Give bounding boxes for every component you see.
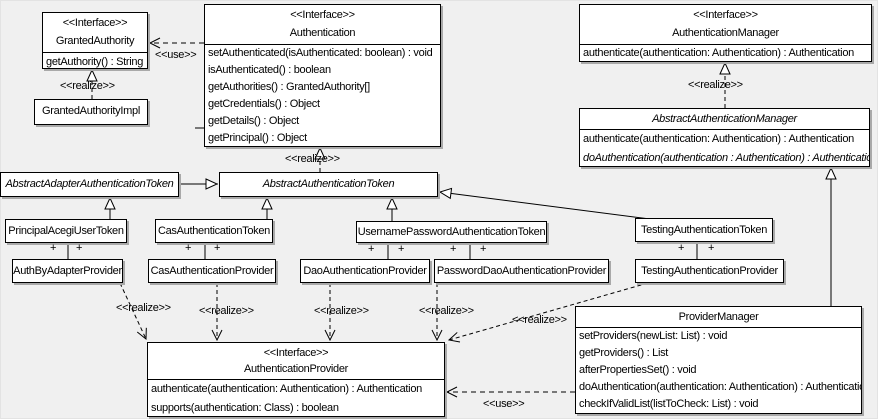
plus-adornment: + xyxy=(214,242,221,254)
plus-adornment: + xyxy=(480,243,487,255)
class-name: CasAuthenticationProvider xyxy=(150,265,274,277)
method: getAuthority() : String xyxy=(46,56,144,68)
class-name: CasAuthenticationToken xyxy=(157,225,271,237)
method: setProviders(newList: List) : void xyxy=(579,330,728,342)
realize-label: <<realize>> xyxy=(512,314,567,326)
plus-adornment: + xyxy=(50,242,57,254)
interface-stereotype: <<Interface>> xyxy=(290,9,355,21)
class-principal-acegi-user-token[interactable]: PrincipalAcegiUserToken xyxy=(5,219,127,243)
method: getProviders() : List xyxy=(579,347,669,359)
realize-label: <<realize>> xyxy=(285,153,340,165)
abstract-method: doAuthentication(authentication : Authen… xyxy=(583,152,870,164)
class-password-dao-authentication-provider[interactable]: PasswordDaoAuthenticationProvider xyxy=(434,259,609,283)
class-authentication-provider[interactable]: <<Interface>> AuthenticationProvider aut… xyxy=(147,342,445,417)
class-abstract-authentication-token[interactable]: AbstractAuthenticationToken xyxy=(219,172,438,197)
plus-adornment: + xyxy=(76,242,83,254)
method: authenticate(authentication: Authenticat… xyxy=(151,383,422,395)
class-auth-by-adapter-provider[interactable]: AuthByAdapterProvider xyxy=(12,259,123,283)
realize-label: <<realize>> xyxy=(419,305,474,317)
class-name: GrantedAuthority xyxy=(55,35,135,47)
class-dao-authentication-provider[interactable]: DaoAuthenticationProvider xyxy=(300,259,430,283)
plus-adornment: + xyxy=(708,242,715,254)
plus-adornment: + xyxy=(368,243,375,255)
class-name: AuthenticationProvider xyxy=(243,363,349,375)
class-name: TestingAuthenticationToken xyxy=(640,224,768,236)
class-header: <<Interface>> AuthenticationProvider xyxy=(148,343,444,380)
class-name: AuthByAdapterProvider xyxy=(13,265,122,277)
realize-label: <<realize>> xyxy=(60,80,115,92)
method: getCredentials() : Object xyxy=(208,98,320,110)
method: authenticate(authentication: Authenticat… xyxy=(583,47,854,59)
realize-label: <<realize>> xyxy=(688,79,743,91)
class-header: <<Interface>> Authentication xyxy=(205,5,440,45)
class-provider-manager[interactable]: ProviderManager setProviders(newList: Li… xyxy=(575,306,862,414)
class-header: <<Interface>> AuthenticationManager xyxy=(580,5,871,45)
method: setAuthenticated(isAuthenticated: boolea… xyxy=(208,47,433,59)
plus-adornment: + xyxy=(678,242,685,254)
method: getAuthorities() : GrantedAuthority[] xyxy=(208,81,370,93)
generalization-testing-token xyxy=(439,191,651,220)
interface-stereotype: <<Interface>> xyxy=(263,347,329,359)
class-name: ProviderManager xyxy=(576,307,861,328)
class-name: PrincipalAcegiUserToken xyxy=(8,225,124,237)
interface-stereotype: <<Interface>> xyxy=(62,17,128,29)
class-username-password-authentication-token[interactable]: UsernamePasswordAuthenticationToken xyxy=(356,221,547,243)
method: supports(authentication: Class) : boolea… xyxy=(151,402,339,414)
plus-adornment: + xyxy=(398,243,405,255)
class-granted-authority-impl[interactable]: GrantedAuthorityImpl xyxy=(34,99,148,125)
class-testing-authentication-token[interactable]: TestingAuthenticationToken xyxy=(635,218,773,242)
interface-stereotype: <<Interface>> xyxy=(693,9,758,21)
plus-adornment: + xyxy=(450,243,457,255)
method: doAuthentication(authentication: Authent… xyxy=(579,381,862,393)
class-cas-authentication-token[interactable]: CasAuthenticationToken xyxy=(155,219,273,243)
method: getDetails() : Object xyxy=(208,115,299,127)
method: afterPropertiesSet() : void xyxy=(579,364,697,376)
plus-adornment: + xyxy=(185,242,192,254)
class-name: AbstractAdapterAuthenticationToken xyxy=(5,178,174,190)
method: getPrincipal() : Object xyxy=(208,132,307,144)
class-abstract-authentication-manager[interactable]: AbstractAuthenticationManager authentica… xyxy=(579,108,870,167)
class-name: Authentication xyxy=(289,27,356,39)
use-label: <<use>> xyxy=(483,398,525,410)
realize-label: <<realize>> xyxy=(199,305,254,317)
realization-auth-by-adapter-provider xyxy=(119,282,147,341)
realize-label: <<realize>> xyxy=(314,305,369,317)
class-name: TestingAuthenticationProvider xyxy=(641,265,778,277)
class-name: UsernamePasswordAuthenticationToken xyxy=(357,226,546,238)
class-name: AbstractAuthenticationManager xyxy=(580,109,869,130)
class-name: GrantedAuthorityImpl xyxy=(42,105,140,117)
use-label: <<use>> xyxy=(155,49,197,61)
method: authenticate(authentication: Authenticat… xyxy=(583,133,854,145)
method: checkIfValidList(listToCheck: List) : vo… xyxy=(579,398,759,410)
class-name: DaoAuthenticationProvider xyxy=(303,265,427,277)
class-name: AuthenticationManager xyxy=(672,27,779,39)
class-abstract-adapter-authentication-token[interactable]: AbstractAdapterAuthenticationToken xyxy=(0,172,179,197)
class-authentication[interactable]: <<Interface>> Authentication setAuthenti… xyxy=(204,4,441,147)
class-name: PasswordDaoAuthenticationProvider xyxy=(436,265,607,277)
class-authentication-manager[interactable]: <<Interface>> AuthenticationManager auth… xyxy=(579,4,872,62)
class-cas-authentication-provider[interactable]: CasAuthenticationProvider xyxy=(148,259,276,283)
method: isAuthenticated() : boolean xyxy=(208,64,331,76)
class-granted-authority[interactable]: <<Interface>> GrantedAuthority getAuthor… xyxy=(42,12,148,69)
realize-label: <<realize>> xyxy=(116,302,171,314)
class-name: AbstractAuthenticationToken xyxy=(262,178,395,190)
class-header: <<Interface>> GrantedAuthority xyxy=(43,13,147,53)
class-testing-authentication-provider[interactable]: TestingAuthenticationProvider xyxy=(635,259,784,283)
